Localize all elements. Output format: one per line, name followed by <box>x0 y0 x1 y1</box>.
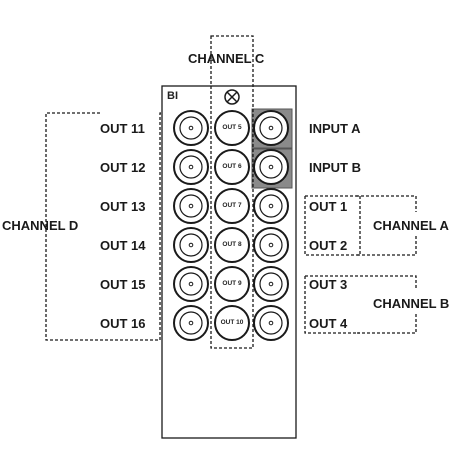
bnc-connector-out-11 <box>173 110 209 146</box>
label-out-7: OUT 7 <box>222 201 242 209</box>
channel-b-left <box>304 276 360 334</box>
label-out-15: OUT 15 <box>100 277 146 292</box>
label-out-14: OUT 14 <box>100 238 146 253</box>
bnc-connector-out-12 <box>173 149 209 185</box>
bnc-connector-out-16 <box>173 305 209 341</box>
bnc-connector-input-b <box>253 149 289 185</box>
label-input-b: INPUT B <box>309 160 361 175</box>
channel-b-label: CHANNEL B <box>373 296 450 311</box>
label-out-9: OUT 9 <box>222 279 242 287</box>
bnc-connector-out-14 <box>173 227 209 263</box>
label-out-1: OUT 1 <box>309 199 348 214</box>
bnc-connector-out-6 <box>214 149 250 185</box>
label-out-5: OUT 5 <box>222 123 242 131</box>
bnc-connector-out-9 <box>214 266 250 302</box>
channel-c-label: CHANNEL C <box>188 51 265 66</box>
bnc-connector-out-13 <box>173 188 209 224</box>
channel-d-bracket <box>45 112 162 341</box>
label-out-3: OUT 3 <box>309 277 348 292</box>
channel-b-bottom <box>356 314 417 334</box>
channel-a-bracket <box>304 195 361 256</box>
channel-a-bottom <box>356 236 417 256</box>
channel-a-label: CHANNEL A <box>373 218 449 233</box>
channel-d-label: CHANNEL D <box>2 218 79 233</box>
label-out-2: OUT 2 <box>309 238 348 253</box>
bnc-connector-out-15 <box>173 266 209 302</box>
bnc-connector-input-a <box>253 110 289 146</box>
bnc-connector-out-8 <box>214 227 250 263</box>
label-out-10: OUT 10 <box>220 318 244 326</box>
bnc-connector-out-3 <box>253 266 289 302</box>
ground-x-icon <box>224 89 240 105</box>
label-input-a: INPUT A <box>309 121 361 136</box>
panel-label: BI <box>167 90 178 102</box>
label-out-11: OUT 11 <box>100 121 145 136</box>
channel-b-top <box>305 275 417 290</box>
label-out-6: OUT 6 <box>222 162 242 170</box>
label-out-8: OUT 8 <box>222 240 242 248</box>
label-out-12: OUT 12 <box>100 160 146 175</box>
bnc-connector-out-4 <box>253 305 289 341</box>
label-out-13: OUT 13 <box>100 199 146 214</box>
channel-c-box <box>210 35 254 349</box>
bnc-connector-out-7 <box>214 188 250 224</box>
bnc-connector-out-1 <box>253 188 289 224</box>
label-out-4: OUT 4 <box>309 316 348 331</box>
bnc-connector-out-10 <box>214 305 250 341</box>
bnc-connector-out-5 <box>214 110 250 146</box>
connectors-group <box>173 110 289 341</box>
label-out-16: OUT 16 <box>100 316 146 331</box>
channel-a-top <box>356 195 417 212</box>
bnc-connector-out-2 <box>253 227 289 263</box>
